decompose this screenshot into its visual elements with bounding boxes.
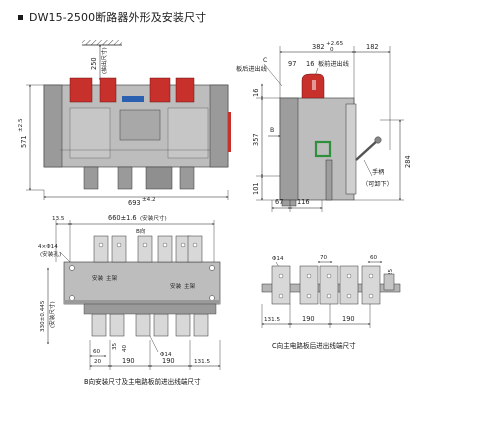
- dim-60-c: 60: [370, 255, 378, 261]
- dim-70: 70: [320, 255, 328, 261]
- dim-131-5-c: 131.5: [264, 317, 280, 323]
- base-plate: [63, 261, 221, 305]
- label-b: B: [270, 127, 274, 134]
- c-view: Φ14 70 60 25 40 131.5 190 190: [261, 255, 401, 350]
- caption-c-view: C向主电路板后进出线端尺寸: [272, 341, 356, 350]
- bullet-square-icon: [18, 14, 23, 20]
- dim-190-c2: 190: [342, 315, 355, 323]
- dim-25: 25: [388, 268, 394, 276]
- dim-250-note: (抽出尺寸): [100, 47, 108, 74]
- terminal-1: [83, 166, 99, 190]
- ceiling-hatch: [82, 40, 122, 45]
- dim-330: 330±0.445: [40, 300, 46, 332]
- b-view: 13.5 660±1.6 (安装尺寸) B向 4×Φ14 (安装孔): [38, 214, 221, 386]
- label-rear-wiring: 板后进出线: [236, 65, 267, 73]
- label-handle: 手柄: [372, 168, 384, 176]
- dim-67: 67: [275, 198, 283, 206]
- dim-20: 20: [94, 359, 102, 365]
- dim-382-sup: +2.65: [326, 41, 344, 47]
- terminal-4: [179, 166, 195, 190]
- label-b-direction: B向: [136, 227, 146, 235]
- side-view: 382 +2.65 0 182 C 板后进出线 97 16 板前进出线 16: [236, 41, 412, 212]
- title-row: DW15-2500断路器外形及安装尺寸: [18, 10, 206, 24]
- label-c: C: [263, 57, 267, 64]
- blue-label: [122, 96, 144, 102]
- dim-190-c1: 190: [302, 315, 315, 323]
- dim-16b: 16: [252, 89, 260, 97]
- hole-label: 4×Φ14: [38, 244, 58, 250]
- label-frame-2: 主架: [184, 282, 196, 290]
- arc-chute-3: [149, 77, 171, 103]
- terminal-2: [117, 166, 133, 190]
- dim-190-b: 190: [162, 357, 175, 365]
- dim-phi14-c: Φ14: [272, 256, 284, 262]
- dim-382: 382: [312, 43, 325, 51]
- dim-660-note: (安装尺寸): [140, 214, 167, 222]
- dim-284: 284: [404, 155, 412, 168]
- dim-571: 571: [20, 135, 28, 148]
- dim-40: 40: [122, 344, 128, 352]
- hole-note: (安装孔): [40, 250, 61, 258]
- label-removable: （可卸下）: [362, 180, 393, 188]
- dim-250: 250: [90, 57, 98, 70]
- label-frame-1: 主架: [106, 274, 118, 282]
- label-install-2: 安装: [170, 282, 182, 290]
- dim-571-tol: ±2.5: [18, 118, 24, 132]
- dim-131-5-b: 131.5: [194, 359, 210, 365]
- dim-382-sub: 0: [330, 47, 334, 53]
- dim-190-a: 190: [122, 357, 135, 365]
- arc-chute-2: [99, 77, 117, 103]
- terminal-3: [145, 166, 173, 190]
- front-view: 250 (抽出尺寸) 571 ±2.5 693 ±4.2: [18, 40, 231, 207]
- label-install-1: 安装: [92, 274, 104, 282]
- dim-693: 693: [128, 199, 141, 207]
- dim-phi14-b: Φ14: [160, 352, 172, 358]
- label-front-wiring: 板前进出线: [318, 60, 349, 68]
- dim-182: 182: [366, 43, 379, 51]
- dim-693-tol: ±4.2: [142, 197, 156, 203]
- dim-35: 35: [112, 342, 118, 350]
- green-part: [314, 140, 332, 158]
- dim-660: 660±1.6: [108, 214, 137, 222]
- dim-60: 60: [93, 349, 101, 355]
- handle-bar: [355, 139, 379, 161]
- page-title: DW15-2500断路器外形及安装尺寸: [29, 11, 207, 24]
- dim-16a: 16: [306, 60, 314, 68]
- arc-chute-4: [175, 77, 195, 103]
- dim-97: 97: [288, 60, 296, 68]
- dim-101: 101: [252, 182, 260, 195]
- dim-116: 116: [297, 198, 310, 206]
- arc-chute-1: [69, 77, 93, 103]
- caption-b-view: B向安装尺寸及主电路板前进出线端尺寸: [84, 377, 201, 386]
- dim-357: 357: [252, 133, 260, 146]
- dim-330-note: (安装尺寸): [48, 301, 56, 328]
- dim-13-5: 13.5: [52, 216, 65, 222]
